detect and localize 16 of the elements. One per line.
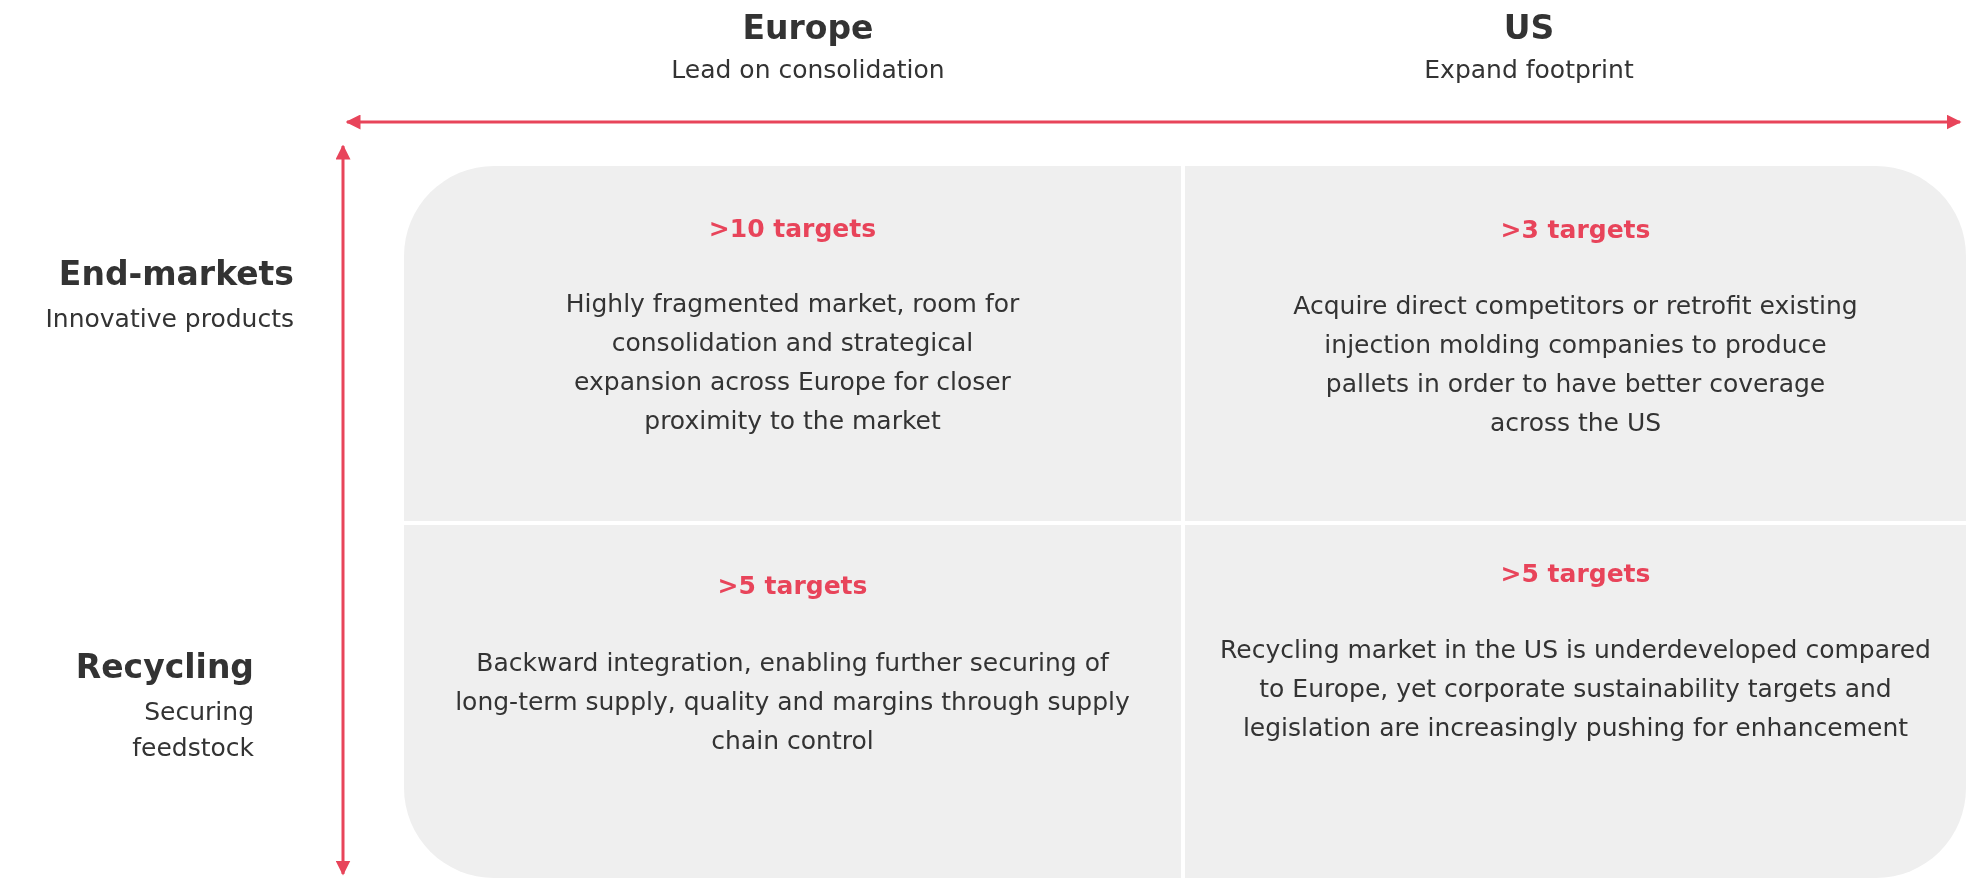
target-count: >5 targets xyxy=(716,570,869,602)
description-text: Highly fragmented market, room for consolidation and strategical expansion across Europe for closer proximity to the market xyxy=(564,288,1021,437)
column-subheading: Lead on consolidation xyxy=(670,54,946,86)
row-heading: End-markets xyxy=(57,253,294,295)
column-subheading: Expand footprint xyxy=(1423,54,1635,86)
description-text: Backward integration, enabling further securing of long-term supply, quality and margins through supply chain control xyxy=(454,647,1131,757)
column-heading: Europe xyxy=(741,7,875,49)
target-count: >5 targets xyxy=(1499,558,1652,590)
target-count: >10 targets xyxy=(707,213,878,245)
row-subheading: Innovative products xyxy=(44,303,294,335)
target-count: >3 targets xyxy=(1499,214,1652,246)
column-heading: US xyxy=(1502,7,1556,49)
row-heading: Recycling xyxy=(74,646,254,688)
row-subheading: Securing feedstock xyxy=(131,696,254,764)
description-text: Recycling market in the US is underdeveloped compared to Europe, yet corporate sustainability targets and legislation are increasingly pushing for enhancement xyxy=(1219,634,1932,744)
description-text: Acquire direct competitors or retrofit existing injection molding companies to produce pallets in order to have better coverage across the US xyxy=(1292,290,1859,439)
